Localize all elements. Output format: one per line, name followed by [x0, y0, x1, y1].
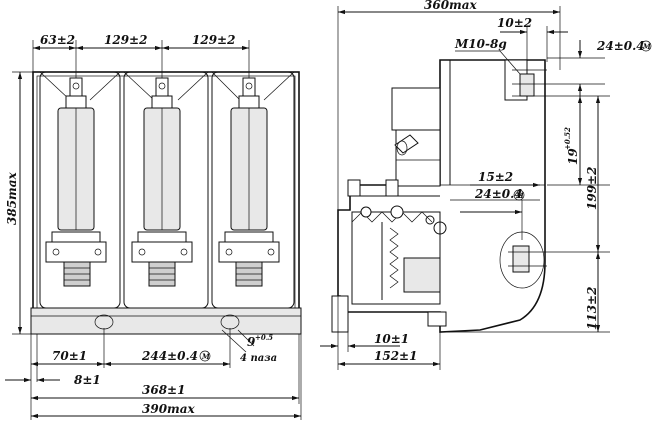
- svg-text:M: M: [515, 191, 524, 200]
- dim-385: 385max: [5, 171, 19, 225]
- dim-360: 360max: [424, 0, 478, 12]
- front-base: [30, 307, 302, 335]
- front-height-dimension: 385max: [5, 71, 33, 335]
- dim-15: 15±2: [478, 170, 513, 184]
- side-bottom-dimensions: 10±1 152±1: [320, 300, 441, 370]
- dim-113: 113±2: [585, 287, 599, 330]
- thread-m10: M10-8g: [454, 37, 507, 51]
- dim-24-top: 24±0.4: [596, 39, 645, 53]
- m-symbol-side-top: [640, 40, 652, 52]
- side-top-dimensions: 360max 10±2 M10-8g 24±0.4 M: [337, 0, 652, 300]
- dim-368: 368±1: [142, 383, 185, 397]
- dim-152: 152±1: [374, 349, 417, 363]
- dim-10-bottom: 10±1: [374, 332, 409, 346]
- dim-129-b: 129±2: [192, 33, 235, 47]
- drive-coil: [391, 87, 441, 131]
- dim-63: 63±2: [40, 33, 75, 47]
- m-symbol-front: [199, 350, 211, 362]
- side-body: [337, 59, 546, 333]
- pole-1: [39, 71, 121, 309]
- dim-199: 199±2: [585, 167, 599, 210]
- svg-text:M: M: [201, 352, 210, 361]
- pole-2: [123, 71, 209, 309]
- side-view: 360max 10±2 M10-8g 24±0.4 M 19 +0.52: [320, 0, 652, 370]
- dim-19: 19: [566, 148, 580, 165]
- pole-3: [211, 71, 295, 309]
- m-symbol-side-mid: [513, 189, 525, 201]
- dim-390: 390max: [142, 402, 196, 416]
- dim-70: 70±1: [52, 349, 87, 363]
- front-top-dimensions: 63±2 129±2 129±2: [32, 33, 250, 78]
- dim-9-tol: +0.5: [255, 333, 273, 342]
- side-mid-dimensions: 15±2 24±0.4 M: [450, 170, 540, 240]
- dim-244: 244±0.4: [141, 349, 198, 363]
- dim-4-slots: 4 паза: [240, 353, 277, 364]
- dim-129-a: 129±2: [104, 33, 147, 47]
- side-right-dimensions: 19 +0.52 199±2 113±2: [440, 95, 610, 333]
- svg-text:M: M: [642, 42, 651, 51]
- front-bottom-dimensions: 70±1 244±0.4 M 8±1 368±1 390max 9 +0.5 4…: [5, 328, 302, 420]
- dim-9: 9: [247, 335, 256, 349]
- dim-10-top: 10±2: [497, 16, 532, 30]
- dim-19-tol: +0.52: [563, 127, 572, 150]
- front-view: 63±2 129±2 129±2 385max 70±1 244±0.4 M: [5, 33, 302, 420]
- dim-8: 8±1: [74, 373, 101, 387]
- dim-24-mid: 24±0.4: [474, 187, 523, 201]
